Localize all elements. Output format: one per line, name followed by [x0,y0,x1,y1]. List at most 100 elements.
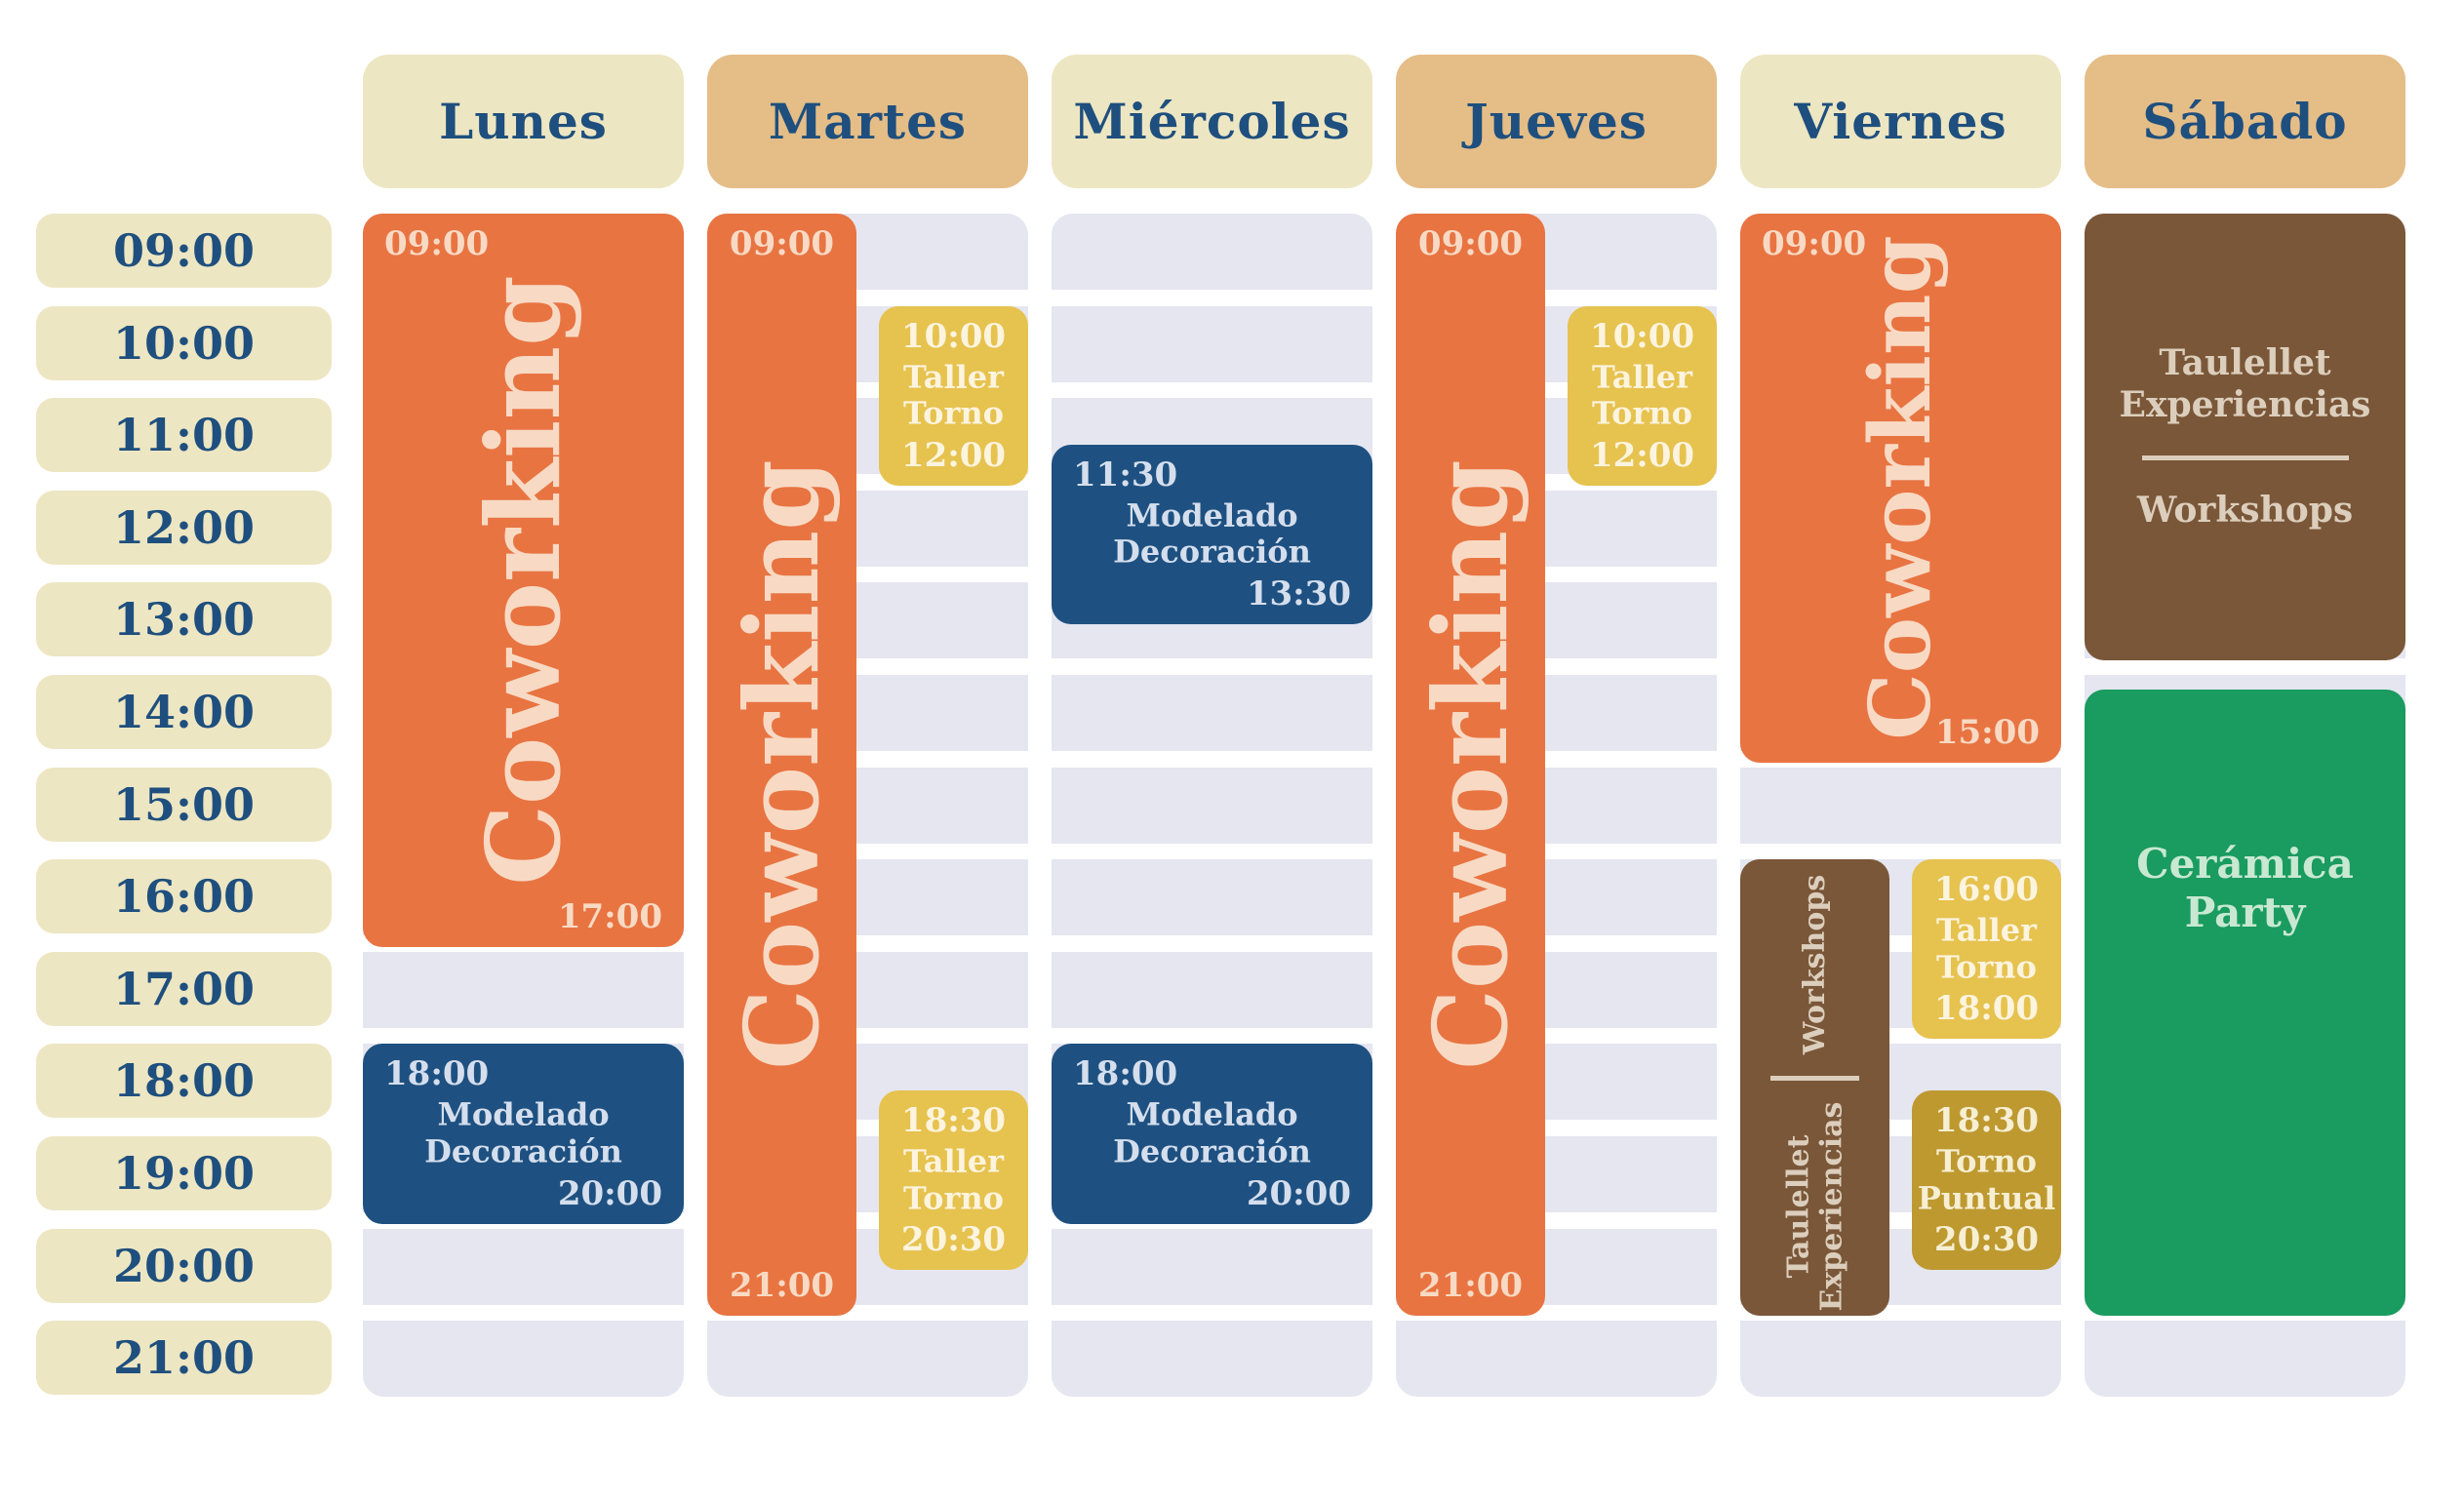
event-title-line: Torno [903,394,1004,432]
event-title: Coworking [721,459,842,1070]
grid-row-stripe [1052,951,1372,1028]
divider-line [2141,455,2349,461]
day-header-viernes: Viernes [1740,55,2061,188]
event-section-first: Workshops [1740,859,1889,1069]
event-title-line: Torno [1936,1142,2037,1180]
day-header-miercoles: Miércoles [1052,55,1372,188]
grid-row-stripe [363,1228,684,1305]
grid-row-stripe [1052,767,1372,844]
grid-row-stripe [1740,1321,2061,1398]
event-end-time: 17:00 [557,896,662,936]
event-end-time: 20:30 [1933,1219,2040,1259]
event-title-line: Decoración [1113,1132,1311,1170]
day-header-sabado: Sábado [2085,55,2405,188]
event-start-time: 10:00 [1589,316,1695,356]
time-label: 19:00 [36,1136,332,1210]
time-label: 20:00 [36,1228,332,1303]
grid-row-stripe [1052,1321,1372,1398]
event-title-line: Cerámica [2136,840,2354,889]
grid-row-stripe [363,951,684,1028]
event-section-line: Workshops [2136,490,2354,532]
event-title-line: Decoración [1113,533,1311,571]
time-label: 12:00 [36,490,332,565]
event-section-line: Workshops [1797,874,1832,1055]
event-title-line: Taller [902,357,1004,395]
event-start-time: 18:30 [900,1100,1007,1140]
divider-line [1769,1076,1860,1082]
event-title-line: Torno [1936,948,2037,986]
grid-row-stripe [1052,1228,1372,1305]
event-start-time: 09:00 [1417,224,1524,263]
event-title-line: Taller [1591,357,1692,395]
time-label: 14:00 [36,675,332,749]
event-title-line: Torno [1592,394,1692,432]
event-title-line: Decoración [424,1132,622,1170]
event-title-line: Modelado [437,1095,610,1133]
time-label: 13:00 [36,582,332,657]
event-start-time: 09:00 [384,224,490,263]
event-end-time: 20:30 [900,1219,1007,1259]
event-title-line: Taller [1935,911,2037,949]
grid-row-stripe [1052,305,1372,382]
event-title-line: Torno [903,1178,1004,1216]
event-end-time: 18:00 [1933,989,2040,1029]
time-label: 15:00 [36,767,332,842]
grid-row-stripe [2085,1321,2405,1398]
event-start-time: 18:00 [384,1054,490,1094]
event-title-line: Taller [902,1142,1004,1180]
time-label: 10:00 [36,305,332,380]
event-end-time: 21:00 [1417,1266,1524,1306]
grid-row-stripe [1740,767,2061,844]
event-end-time: 20:00 [1246,1173,1351,1213]
event-end-time: 15:00 [1934,712,2040,752]
event-title-line: Puntual [1917,1178,2056,1216]
event-end-time: 12:00 [1589,435,1695,475]
event-section-line: Taulellet [1780,1134,1815,1279]
time-label: 11:00 [36,398,332,473]
event-title-line: Modelado [1126,1095,1298,1133]
day-header-jueves: Jueves [1396,55,1717,188]
time-label: 09:00 [36,214,332,288]
event-end-time: 13:30 [1246,574,1351,613]
grid-row-stripe [1396,1321,1717,1398]
event-start-time: 11:30 [1073,455,1178,494]
event-end-time: 20:00 [557,1173,662,1213]
time-label: 17:00 [36,951,332,1026]
grid-row-stripe [1052,675,1372,751]
event-section-line: Taulellet [2159,341,2331,383]
event-section-text: Workshops [1797,874,1832,1055]
event-end-time: 12:00 [900,435,1007,475]
event-title: Coworking [1850,235,1950,741]
event-title-line: Party [2184,888,2306,936]
event-end-time: 21:00 [729,1266,835,1306]
